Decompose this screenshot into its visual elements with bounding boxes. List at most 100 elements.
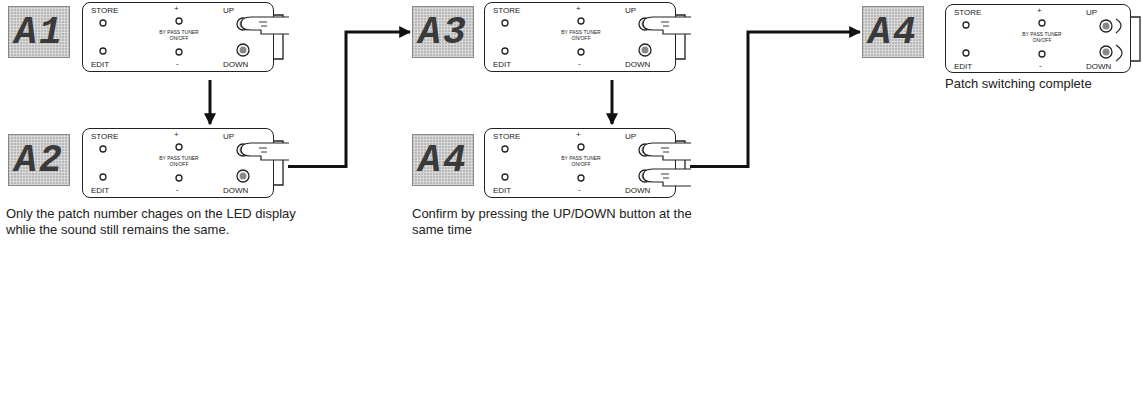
button	[176, 49, 182, 55]
button	[1039, 20, 1045, 26]
patch-number: A2	[14, 139, 64, 182]
button	[176, 175, 182, 181]
button	[1100, 46, 1112, 58]
button-label: UP	[223, 132, 234, 141]
button	[100, 174, 106, 180]
button-label: -	[578, 185, 581, 194]
button	[502, 20, 508, 26]
finger-crease	[259, 148, 267, 152]
button-label: STORE	[493, 6, 520, 15]
button	[100, 48, 106, 54]
button	[100, 146, 106, 152]
button	[578, 144, 584, 150]
button-label: UP	[1086, 8, 1097, 17]
patch-number: A4	[868, 11, 918, 54]
button-cap	[1103, 23, 1110, 30]
button-label: EDIT	[954, 62, 972, 71]
button-label: +	[576, 130, 581, 139]
button-label: -	[578, 59, 581, 68]
pressing-hand	[241, 143, 289, 160]
button	[176, 144, 182, 150]
led-display: A4	[412, 134, 474, 186]
button-cap	[240, 47, 247, 54]
button-label: DOWN	[223, 186, 248, 195]
button-label: DOWN	[625, 186, 650, 195]
caption-note: Confirm by pressing the UP/DOWN button a…	[412, 206, 702, 238]
button-label: +	[1037, 6, 1042, 15]
button-panel: STORE+UPBY PASS TUNER ON/OFFEDIT-DOWN	[82, 128, 274, 198]
pressing-hand	[643, 143, 691, 160]
led-display: A3	[412, 6, 474, 58]
patch-number: A3	[418, 11, 468, 54]
button	[1039, 51, 1045, 57]
button	[578, 175, 584, 181]
button	[1100, 20, 1112, 32]
finger-crease	[661, 174, 669, 178]
button	[502, 146, 508, 152]
button	[639, 44, 651, 56]
finger-crease	[259, 22, 267, 26]
button-label: UP	[625, 6, 636, 15]
button-label: +	[576, 4, 581, 13]
button-label: +	[174, 4, 179, 13]
caption-note: Only the patch number chages on the LED …	[6, 206, 296, 238]
button-label: +	[174, 130, 179, 139]
button	[176, 18, 182, 24]
button	[100, 20, 106, 26]
finger-crease	[661, 148, 669, 152]
button	[237, 170, 249, 182]
button	[502, 48, 508, 54]
flow-arrow	[690, 32, 860, 167]
button-label: STORE	[954, 8, 981, 17]
button-label: DOWN	[1086, 62, 1111, 71]
led-display: A1	[8, 6, 70, 58]
flow-arrow	[288, 32, 410, 167]
button	[237, 44, 249, 56]
caption-note: Patch switching complete	[945, 76, 1135, 92]
button-label: EDIT	[91, 60, 109, 69]
button-label: DOWN	[625, 60, 650, 69]
button	[963, 22, 969, 28]
release-mark	[1116, 45, 1122, 61]
button	[963, 50, 969, 56]
led-display: A2	[8, 134, 70, 186]
button-label: EDIT	[493, 60, 511, 69]
button-panel: STORE + UP BY PASS TUNER ON/OFF EDIT - DOWN	[945, 4, 1131, 73]
button-cap	[240, 173, 247, 180]
patch-number: A4	[418, 139, 468, 182]
button	[578, 49, 584, 55]
button-caption: BY PASS TUNER ON/OFF	[561, 29, 601, 41]
button-label: UP	[625, 132, 636, 141]
pressing-hand	[241, 17, 289, 34]
button-cap	[642, 47, 649, 54]
button-caption: BY PASS TUNER ON/OFF	[159, 155, 199, 167]
pressing-hand	[643, 17, 691, 34]
flow-arrow	[209, 80, 212, 124]
button-label: -	[176, 59, 179, 68]
release-mark	[1116, 19, 1121, 33]
button-label: -	[1039, 61, 1042, 70]
button-label: STORE	[493, 132, 520, 141]
patch-number: A1	[14, 11, 64, 54]
button	[502, 174, 508, 180]
button-caption: BY PASS TUNER ON/OFF	[159, 29, 199, 41]
button-caption: BY PASS TUNER ON/OFF	[1022, 31, 1062, 43]
flow-arrow	[611, 80, 614, 124]
button-panel: STORE + UP BY PASS TUNER ON/OFF EDIT - DOWN	[82, 2, 274, 72]
panel-tab	[1130, 17, 1140, 61]
button-label: EDIT	[493, 186, 511, 195]
button-panel: STORE + UP BY PASS TUNER ON/OFF EDIT - DOWN	[484, 2, 676, 72]
button	[578, 18, 584, 24]
led-display: A4	[862, 6, 924, 58]
button-label: EDIT	[91, 186, 109, 195]
finger-crease	[661, 22, 669, 26]
button-cap	[1103, 49, 1110, 56]
pressing-hand	[643, 169, 691, 186]
button-panel: STORE + UP BY PASS TUNER ON/OFF EDIT - DOWN	[484, 128, 676, 198]
button-label: STORE	[91, 6, 118, 15]
button-label: DOWN	[223, 60, 248, 69]
button-caption: BY PASS TUNER ON/OFF	[561, 155, 601, 167]
button-label: UP	[223, 6, 234, 15]
button-label: STORE	[91, 132, 118, 141]
